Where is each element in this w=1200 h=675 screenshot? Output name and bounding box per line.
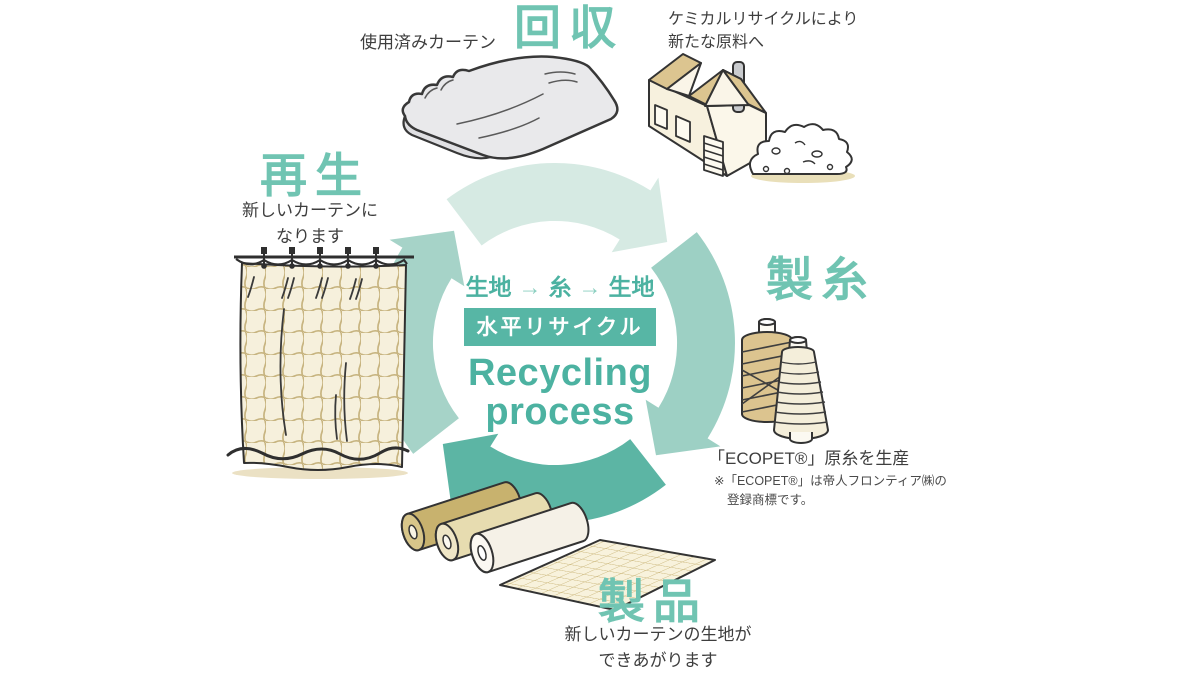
collection-note: ケミカルリサイクルにより 新たな原料へ [668, 8, 858, 54]
regeneration-caption-line1: 新しいカーテンに [242, 201, 378, 220]
product-caption: 新しいカーテンの生地が できあがります [528, 622, 788, 675]
factory-icon [648, 53, 855, 183]
fabric-roll-front [469, 501, 590, 574]
cycle-arc-right [645, 232, 735, 456]
spinning-note-line2: 登録商標です。 [727, 492, 814, 507]
horizontal-recycle-badge: 水平リサイクル [463, 308, 657, 346]
flow-arrow-icon: → [518, 274, 542, 300]
flow-item-fabric-1: 生地 [465, 274, 512, 300]
cycle-title-line1: Recycling [467, 352, 653, 394]
spinning-trademark-note: ※「ECOPET®」は帝人フロンティア㈱の 登録商標です。 [714, 472, 947, 510]
spinning-caption: 「ECOPET®」原糸を生産 [708, 449, 910, 468]
spinning-note-line1: ※「ECOPET®」は帝人フロンティア㈱の [714, 474, 947, 488]
fabric-rolls-icon [400, 481, 716, 611]
new-curtain-icon [226, 247, 414, 479]
curtain-shadow [232, 467, 408, 479]
collection-note-line2: 新たな原料へ [668, 34, 765, 52]
stage-title-product: 製品 [598, 575, 708, 628]
material-flow-line: 生地→糸→生地 [415, 268, 705, 302]
regeneration-caption: 新しいカーテンに なります [222, 198, 398, 251]
fabric-roll-middle [434, 492, 554, 562]
raw-material-pile [748, 123, 853, 175]
cycle-title-line2: process [485, 390, 635, 433]
product-caption-line2: できあがります [598, 651, 718, 671]
curtain-hem-line [226, 446, 410, 461]
flow-arrow-icon: → [578, 274, 602, 300]
curtain-hooks [261, 247, 379, 269]
used-curtain-label: 使用済みカーテン [360, 33, 496, 52]
thread-spools-icon [741, 318, 829, 444]
flow-item-fabric-2: 生地 [608, 274, 655, 300]
regeneration-caption-line2: なります [276, 227, 344, 247]
stage-title-spinning: 製糸 [766, 253, 876, 306]
collection-note-line1: ケミカルリサイクルにより [668, 11, 859, 28]
cycle-arc-top [446, 162, 668, 253]
stage-title-collection: 回収 [514, 1, 624, 54]
flow-item-thread: 糸 [548, 274, 572, 300]
product-caption-line1: 新しいカーテンの生地が [564, 625, 752, 644]
cycle-title: Recycling process [415, 354, 705, 432]
curtain-body [239, 262, 407, 471]
stage-title-regeneration: 再生 [260, 149, 370, 202]
unrolled-fabric-sheet [499, 539, 716, 611]
used-curtain-icon [401, 55, 619, 160]
cycle-center-block: 生地→糸→生地 水平リサイクル Recycling process [415, 268, 705, 432]
